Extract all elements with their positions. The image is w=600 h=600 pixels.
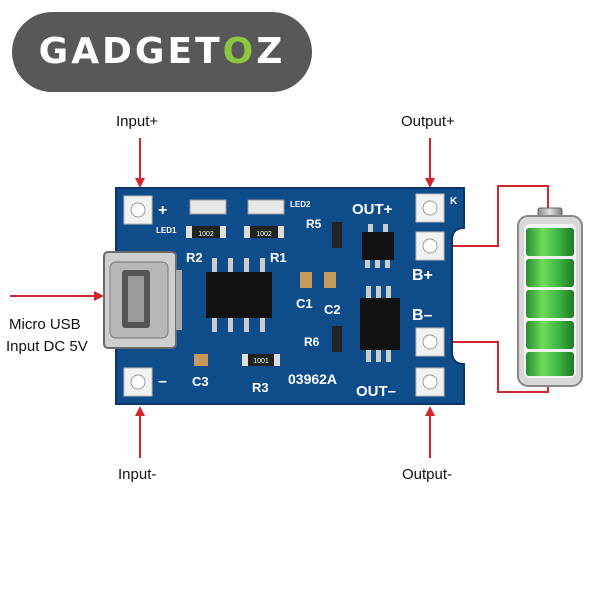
protection-ic bbox=[362, 224, 394, 268]
r2-code: 1002 bbox=[198, 231, 214, 238]
micro-usb-label-line1: Micro USB bbox=[9, 316, 81, 333]
resistor-r1 bbox=[250, 226, 278, 238]
r3-code: 1001 bbox=[253, 358, 269, 365]
silk-r3: R3 bbox=[252, 380, 269, 395]
resistor-r2 bbox=[192, 226, 220, 238]
pcb-board: 1002 1002 1001 bbox=[103, 187, 465, 405]
silk-r2: R2 bbox=[186, 250, 203, 265]
battery-icon bbox=[517, 207, 583, 387]
silk-r5: R5 bbox=[306, 217, 322, 231]
silk-r1: R1 bbox=[270, 250, 287, 265]
silk-b-plus: B+ bbox=[412, 267, 433, 284]
led2 bbox=[247, 199, 285, 215]
silk-out-plus: OUT+ bbox=[352, 201, 393, 218]
silk-k: K bbox=[450, 196, 458, 207]
resistor-r5 bbox=[332, 222, 342, 248]
brand-logo-text: GADGETOZ bbox=[12, 12, 312, 92]
brand-prefix: GADGET bbox=[38, 31, 223, 72]
silk-minus: – bbox=[158, 373, 167, 390]
charger-ic bbox=[206, 258, 272, 332]
input-minus-label: Input- bbox=[118, 466, 157, 483]
silk-led1: LED1 bbox=[156, 226, 177, 235]
output-minus-label: Output- bbox=[402, 466, 453, 483]
silk-c2: C2 bbox=[324, 302, 341, 317]
brand-suffix: Z bbox=[256, 31, 286, 72]
usb-port-icon bbox=[103, 251, 182, 349]
silk-r6: R6 bbox=[304, 335, 320, 349]
led1 bbox=[189, 199, 227, 215]
output-plus-label: Output+ bbox=[401, 113, 455, 130]
brand-accent: O bbox=[222, 31, 257, 72]
capacitor-c3 bbox=[194, 354, 208, 366]
mosfet-ic bbox=[360, 286, 400, 362]
silk-c1: C1 bbox=[296, 296, 313, 311]
battery-plus-wire bbox=[440, 185, 549, 247]
r1-code: 1002 bbox=[256, 231, 272, 238]
silk-plus: + bbox=[158, 202, 167, 219]
micro-usb-label-line2: Input DC 5V bbox=[6, 338, 88, 355]
silk-c3: C3 bbox=[192, 374, 209, 389]
capacitor-c2 bbox=[324, 272, 336, 288]
battery-minus-wire bbox=[440, 341, 549, 393]
brand-logo-pill: GADGETOZ bbox=[12, 12, 312, 92]
resistor-r3 bbox=[248, 354, 274, 366]
silk-out-minus: OUT– bbox=[356, 383, 396, 400]
silk-b-minus: B– bbox=[412, 307, 433, 324]
silk-part-code: 03962A bbox=[288, 371, 337, 387]
silk-led2: LED2 bbox=[290, 200, 311, 209]
capacitor-c1 bbox=[300, 272, 312, 288]
resistor-r6 bbox=[332, 326, 342, 352]
input-plus-label: Input+ bbox=[116, 113, 159, 130]
